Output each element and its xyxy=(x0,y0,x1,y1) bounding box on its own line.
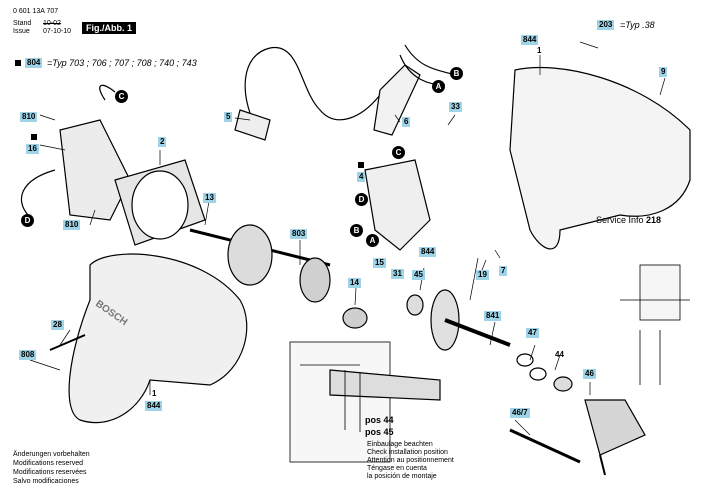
connector-b-top: B xyxy=(450,67,463,80)
typ-part-tag: 203 xyxy=(597,20,615,30)
connector-c-switch: C xyxy=(392,146,405,159)
footer-note-en: Modifications reserved xyxy=(13,460,84,467)
part-tag-844-mid: 844 xyxy=(419,247,437,257)
part-16-marker xyxy=(31,134,37,140)
assembly-note-es-2: la posición de montaje xyxy=(367,473,437,480)
pos-45-label: pos 45 xyxy=(365,427,394,437)
connector-d-left: D xyxy=(21,214,34,227)
connector-c-left: C xyxy=(115,90,128,103)
part-tag-16: 16 xyxy=(26,144,39,154)
part-tag-44: 44 xyxy=(555,350,564,359)
date-old: 10-02 xyxy=(43,20,61,27)
part-tag-4: 4 xyxy=(357,172,366,182)
part-tag-28: 28 xyxy=(51,320,64,330)
footer-note-fr: Modifications reservées xyxy=(13,469,87,476)
part-tag-844-top: 844 xyxy=(521,35,539,45)
part-tag-810-bottom: 810 xyxy=(63,220,81,230)
assembly-note-en: Check installation position xyxy=(367,449,448,456)
footer-note-de: Änderungen vorbehalten xyxy=(13,451,90,458)
part-tag-46: 46 xyxy=(583,369,596,379)
part-tag-7: 7 xyxy=(499,266,508,276)
part-tag-841: 841 xyxy=(484,311,502,321)
assembly-note-fr: Attention au positionnement xyxy=(367,457,454,464)
footer-note-es: Salvo modificaciones xyxy=(13,478,79,485)
connector-d-switch: D xyxy=(355,193,368,206)
doc-number: 0 601 13A 707 xyxy=(13,8,59,15)
figure-label: Fig./Abb. 1 xyxy=(82,22,136,34)
part-tag-9: 9 xyxy=(659,67,668,77)
part-tag-33: 33 xyxy=(449,102,462,112)
part-tag-47: 47 xyxy=(526,328,539,338)
connector-a-top: A xyxy=(432,80,445,93)
date-new: 07-10-10 xyxy=(43,28,72,35)
part-tag-45: 45 xyxy=(412,270,425,280)
part-tag-808: 808 xyxy=(19,350,37,360)
assembly-note-de: Einbaulage beachten xyxy=(367,441,433,448)
part-tag-1-bottom: 1 xyxy=(152,389,157,398)
part-tag-46-7: 46/7 xyxy=(510,408,530,418)
pos-44-label: pos 44 xyxy=(365,415,394,425)
typ-note-text: =Typ .38 xyxy=(620,20,655,30)
part-tag-14: 14 xyxy=(348,278,361,288)
assembly-note-es-1: Téngase en cuenta xyxy=(367,465,427,472)
part-tag-13: 13 xyxy=(203,193,216,203)
connector-a-switch: A xyxy=(366,234,379,247)
part-tag-810-top: 810 xyxy=(20,112,38,122)
part-tag-803: 803 xyxy=(290,229,308,239)
part-tag-844-bottom: 844 xyxy=(145,401,163,411)
variant-part-tag: 804 xyxy=(25,58,43,68)
connector-b-switch: B xyxy=(350,224,363,237)
part-tag-5: 5 xyxy=(224,112,233,122)
service-info-label: Service Info 218 xyxy=(596,215,661,225)
part-4-marker xyxy=(358,162,364,168)
service-info-text: Service Info xyxy=(596,215,644,225)
part-tag-31: 31 xyxy=(391,269,404,279)
variant-marker xyxy=(15,60,21,66)
stand-label: Stand xyxy=(13,20,32,27)
part-tag-1-top: 1 xyxy=(537,46,542,55)
part-tag-15: 15 xyxy=(373,258,386,268)
part-tag-19: 19 xyxy=(476,270,489,280)
part-tag-6: 6 xyxy=(402,117,411,127)
issue-label: Issue xyxy=(13,28,30,35)
service-info-number: 218 xyxy=(646,215,662,225)
variant-note-text: =Typ 703 ; 706 ; 707 ; 708 ; 740 ; 743 xyxy=(47,58,197,68)
part-tag-2: 2 xyxy=(158,137,167,147)
